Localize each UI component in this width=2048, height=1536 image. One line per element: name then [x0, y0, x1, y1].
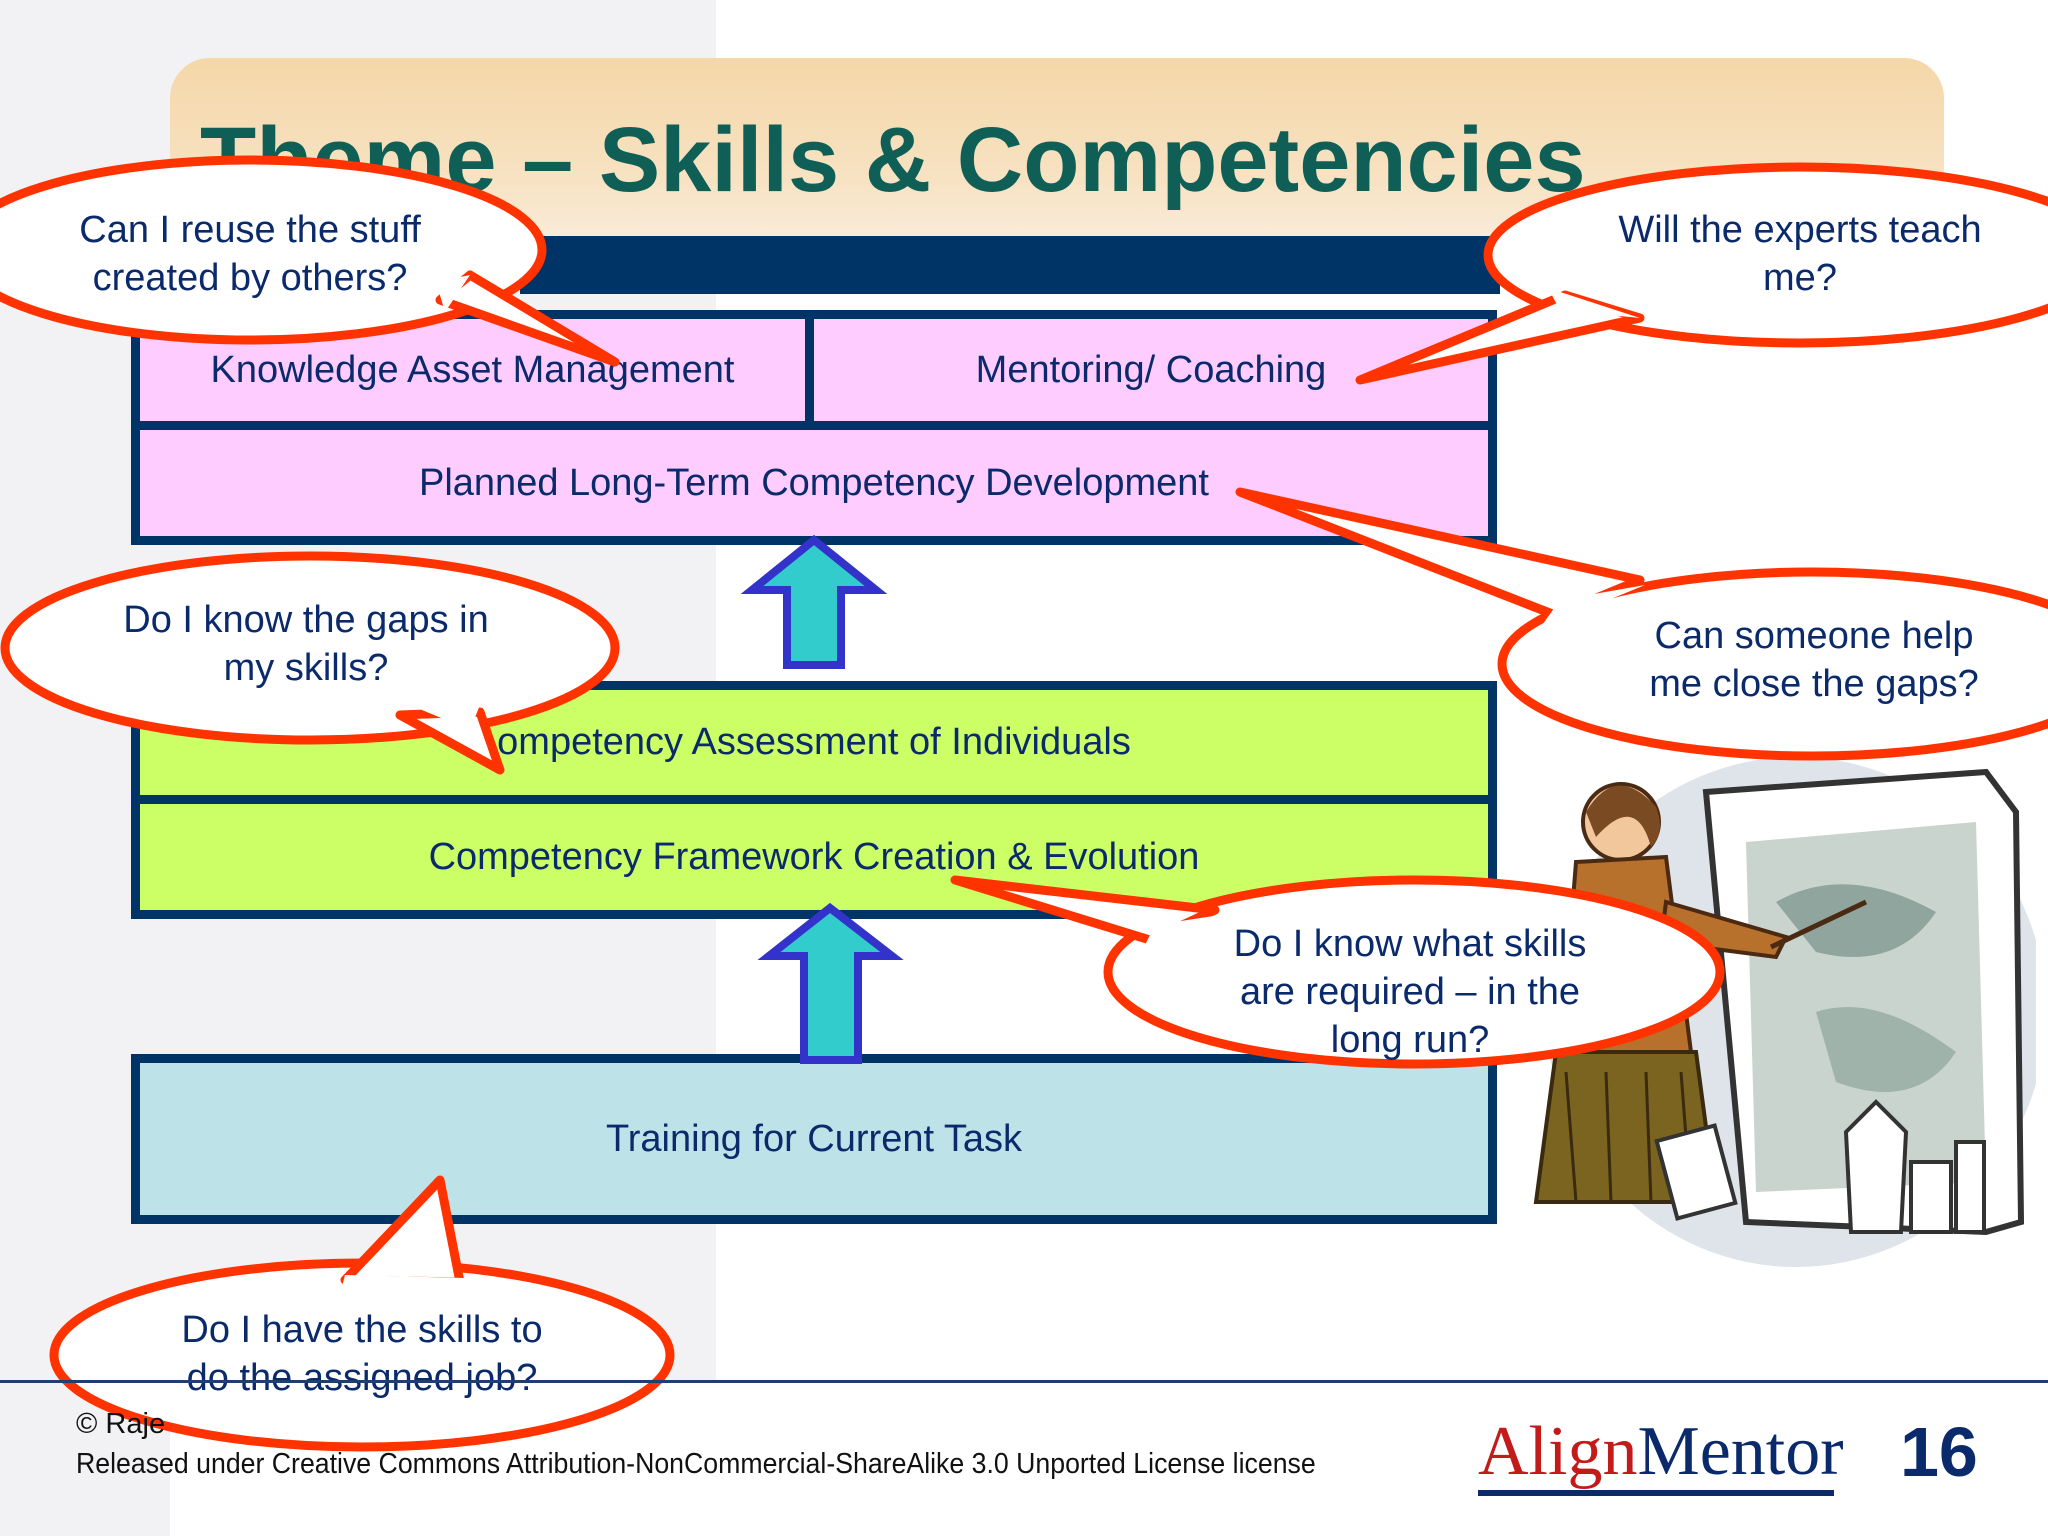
license-text: Released under Creative Commons Attribut… — [76, 1448, 1316, 1480]
bubble-close-gaps — [1235, 487, 2048, 761]
bubble-required — [950, 875, 1725, 1069]
bubble-close-gaps-line: Can someone help — [1654, 615, 1974, 657]
bubble-reuse-line: Can I reuse the stuff — [79, 209, 421, 251]
bubble-assigned-line: Do I have the skills to — [181, 1309, 543, 1351]
header-bar — [520, 236, 1500, 294]
arrow-up-upper — [740, 534, 888, 669]
bubble-experts-line: Will the experts teach — [1618, 209, 1982, 251]
copyright-text: © Raje — [76, 1408, 166, 1440]
teacher-clipart — [1533, 757, 2036, 1267]
bubble-assigned-text: Do I have the skills to do the assigned … — [152, 1306, 572, 1402]
bubble-required-line: long run? — [1330, 1019, 1490, 1061]
bubble-close-gaps-line: me close the gaps? — [1649, 663, 1979, 705]
box-training-current-task: Training for Current Task — [131, 1054, 1497, 1224]
bubble-assigned-line: do the assigned job? — [186, 1357, 538, 1399]
bubble-gaps-line: Do I know the gaps in — [123, 599, 489, 641]
bubble-experts — [1355, 162, 2048, 385]
logo-align: Align — [1478, 1413, 1638, 1490]
bubble-reuse-line: created by others? — [92, 257, 408, 299]
bubble-experts-text: Will the experts teach me? — [1590, 206, 2010, 302]
bubble-required-line: are required – in the — [1239, 971, 1581, 1013]
arrow-up-lower — [757, 902, 904, 1064]
bubble-assigned — [49, 1175, 675, 1452]
bubble-experts-line: me? — [1763, 257, 1837, 299]
footer-divider — [0, 1380, 2048, 1383]
bubble-reuse-text: Can I reuse the stuff created by others? — [40, 206, 460, 302]
bubble-gaps-line: my skills? — [223, 647, 389, 689]
bubble-reuse — [0, 155, 620, 367]
box-competency-framework: Competency Framework Creation & Evolutio… — [131, 795, 1497, 919]
page-number: 16 — [1900, 1413, 1978, 1491]
bubble-close-gaps-text: Can someone help me close the gaps? — [1604, 612, 2024, 708]
bubble-required-line: Do I know what skills — [1233, 923, 1587, 965]
bubble-required-text: Do I know what skills are required – in … — [1200, 920, 1620, 1064]
bubble-gaps — [0, 551, 620, 775]
bubble-gaps-text: Do I know the gaps in my skills? — [96, 596, 516, 692]
logo-mentor: Mentor — [1637, 1413, 1844, 1490]
alignmentor-logo: AlignMentor — [1478, 1412, 1844, 1492]
logo-underline — [1478, 1490, 1834, 1496]
